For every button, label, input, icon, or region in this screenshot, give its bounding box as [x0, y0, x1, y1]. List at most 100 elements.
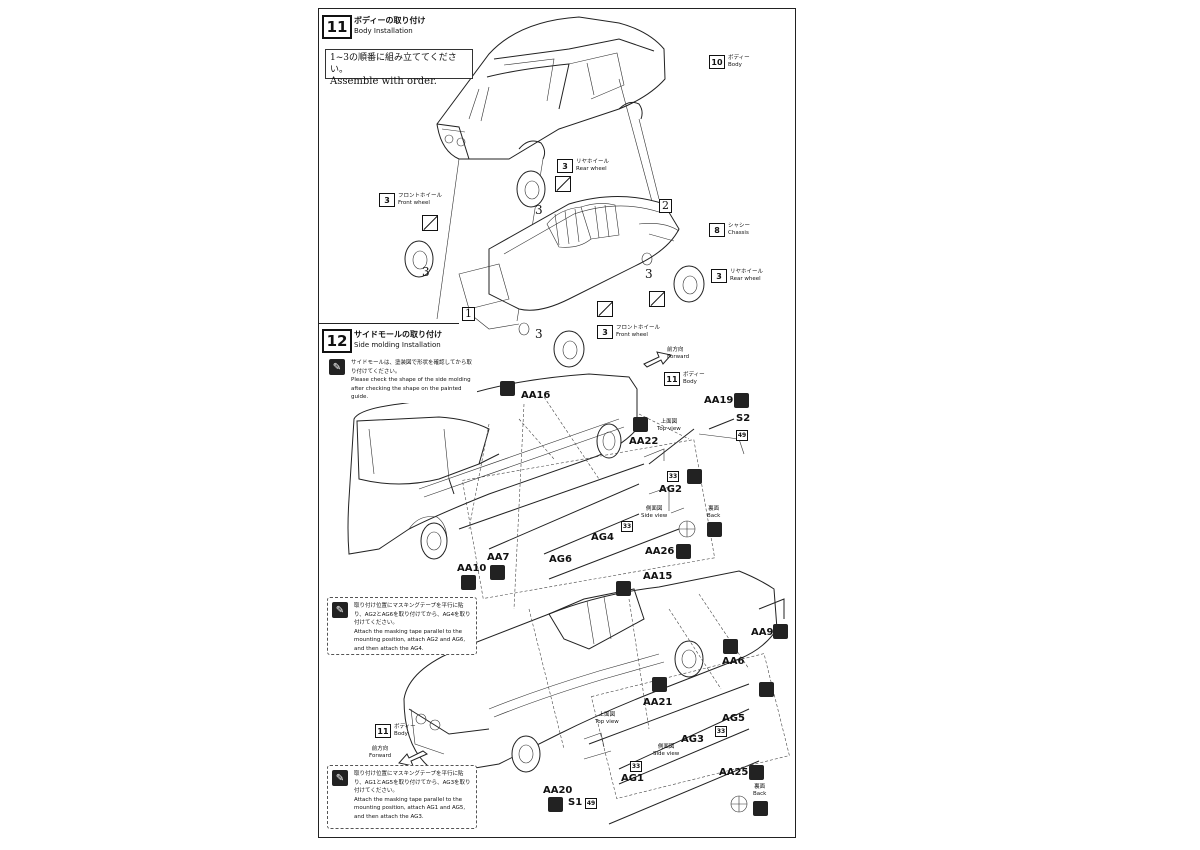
ref-chassis-number: 8 — [709, 223, 725, 237]
paint-code-49: 49 — [585, 798, 597, 809]
side-view-lower-jp: 側面図 — [657, 744, 675, 750]
back-upper-jp: 裏面 — [708, 506, 720, 512]
top-view-upper-en: Top view — [657, 426, 681, 432]
part-AA19: AA19 — [704, 395, 734, 406]
part-AA15: AA15 — [643, 571, 673, 582]
ref-chassis-en: Chassis — [728, 230, 749, 236]
part-AA26: AA26 — [645, 546, 675, 557]
back-lower-jp: 裏面 — [754, 784, 766, 790]
part-AG1: AG1 — [621, 773, 644, 784]
order-mark-1: 1 — [462, 307, 475, 321]
brush-icon: ✎ — [332, 770, 348, 786]
part-AG3: AG3 — [681, 734, 704, 745]
part-S2: S2 — [736, 413, 751, 424]
step-11-title-en: Body Installation — [354, 27, 413, 35]
ref-body-number: 10 — [709, 55, 725, 69]
masking-note-1-jp: 取り付け位置にマスキングテープを平行に貼り、AG2とAG6を取り付けてから、AG… — [354, 603, 471, 627]
masking-note-2: ✎ 取り付け位置にマスキングテープを平行に貼り、AG1とAG5を取り付けてから、… — [327, 765, 477, 829]
ref-front-wheel-1-jp: フロントホイール — [398, 193, 443, 199]
ref-front-wheel-1-number: 3 — [379, 193, 395, 207]
order-note-en: Assemble with order. — [330, 76, 437, 87]
instruction-sheet: 11 ボディーの取り付け Body Installation 1~3の順番に組み… — [318, 8, 796, 838]
order-mark-3d: 3 — [535, 327, 543, 341]
moldings-lower — [528, 593, 785, 825]
masking-note-1-en: Attach the masking tape parallel to the … — [354, 628, 466, 652]
order-mark-3b: 3 — [422, 265, 430, 279]
order-mark-3a: 3 — [535, 203, 543, 217]
masking-note-2-jp: 取り付け位置にマスキングテープを平行に貼り、AG1とAG5を取り付けてから、AG… — [354, 771, 471, 795]
section-divider — [319, 323, 459, 324]
part-AA16: AA16 — [521, 390, 551, 401]
brush-icon: ✎ — [332, 602, 348, 618]
side-view-lower-en: Side view — [653, 751, 680, 757]
part-AA20: AA20 — [543, 785, 573, 796]
ref-rear-wheel-1-en: Rear wheel — [576, 166, 607, 172]
part-chip-icon — [773, 624, 788, 639]
back-upper-en: Back — [707, 513, 721, 519]
ref-body-bottom-en: Body — [394, 731, 408, 737]
forward-top-en: Forward — [667, 354, 690, 360]
top-view-label-upper: 上面図 Top view — [657, 419, 681, 433]
forward-top-label: 前方向 Forward — [667, 347, 689, 361]
brush-icon — [687, 469, 702, 484]
order-mark-2: 2 — [659, 199, 672, 213]
assembly-order-note: 1~3の順番に組み立ててください。 Assemble with order. — [325, 49, 473, 87]
part-AA22: AA22 — [629, 436, 659, 447]
tip-en: Please check the shape of the side moldi… — [351, 377, 471, 401]
part-chip-icon — [753, 801, 768, 816]
masking-note-1: ✎ 取り付け位置にマスキングテープを平行に貼り、AG2とAG6を取り付けてから、… — [327, 597, 477, 655]
side-view-label-lower: 側面図 Side view — [653, 744, 679, 758]
step-12-title-jp: サイドモールの取り付け — [354, 330, 442, 339]
part-chip-icon — [723, 639, 738, 654]
ref-rear-wheel-1-number: 3 — [557, 159, 573, 173]
part-AA10: AA10 — [457, 563, 487, 574]
ref-body-top-jp: ボディー — [683, 372, 705, 378]
ref-chassis-jp: シャシー — [728, 223, 751, 229]
step-12-number: 12 — [322, 329, 352, 353]
car-body-illustration — [436, 16, 666, 160]
ref-body-bottom-number: 11 — [375, 724, 391, 738]
part-AG6: AG6 — [549, 554, 572, 565]
forward-bottom-jp: 前方向 — [371, 746, 389, 752]
car-upper-illustration — [347, 373, 638, 560]
top-view-upper-jp: 上面図 — [660, 419, 678, 425]
masking-note-2-en: Attach the masking tape parallel to the … — [354, 796, 466, 820]
top-view-lower-jp: 上面図 — [598, 712, 616, 718]
step-11-title-jp: ボディーの取り付け — [354, 16, 426, 25]
paint-code-33: 33 — [621, 521, 633, 532]
part-AA25: AA25 — [719, 767, 749, 778]
chassis-illustration — [458, 196, 680, 330]
part-chip-icon — [548, 797, 563, 812]
paint-code-49: 49 — [736, 430, 748, 441]
wheels-step11 — [404, 170, 705, 368]
ref-body-top-number: 11 — [664, 372, 680, 386]
paint-code-33: 33 — [667, 471, 679, 482]
ref-rear-wheel-2-jp: リヤホイール — [730, 269, 764, 275]
part-chip-icon — [500, 381, 515, 396]
top-view-lower-en: Top view — [595, 719, 619, 725]
brush-icon: ✎ — [329, 359, 345, 375]
side-view-label-upper: 側面図 Side view — [641, 506, 667, 520]
ref-front-wheel-2-jp: フロントホイール — [616, 325, 661, 331]
paint-code-33: 33 — [630, 761, 642, 772]
side-view-upper-jp: 側面図 — [645, 506, 663, 512]
side-molding-tip: ✎ サイドモールは、塗装図で形状を確認してから取り付けてください。 Please… — [325, 355, 477, 403]
part-chip-icon — [734, 393, 749, 408]
glue-icon — [597, 301, 613, 317]
ref-body-en: Body — [728, 62, 742, 68]
glue-icon — [422, 215, 438, 231]
part-chip-icon — [652, 677, 667, 692]
part-AA21: AA21 — [643, 697, 673, 708]
ref-rear-wheel-1-jp: リヤホイール — [576, 159, 610, 165]
side-view-upper-en: Side view — [641, 513, 668, 519]
tip-jp: サイドモールは、塗装図で形状を確認してから取り付けてください。 — [351, 360, 472, 375]
part-chip-icon — [461, 575, 476, 590]
part-chip-icon — [676, 544, 691, 559]
part-chip-icon — [633, 417, 648, 432]
forward-bottom-en: Forward — [369, 753, 392, 759]
part-chip-icon — [490, 565, 505, 580]
